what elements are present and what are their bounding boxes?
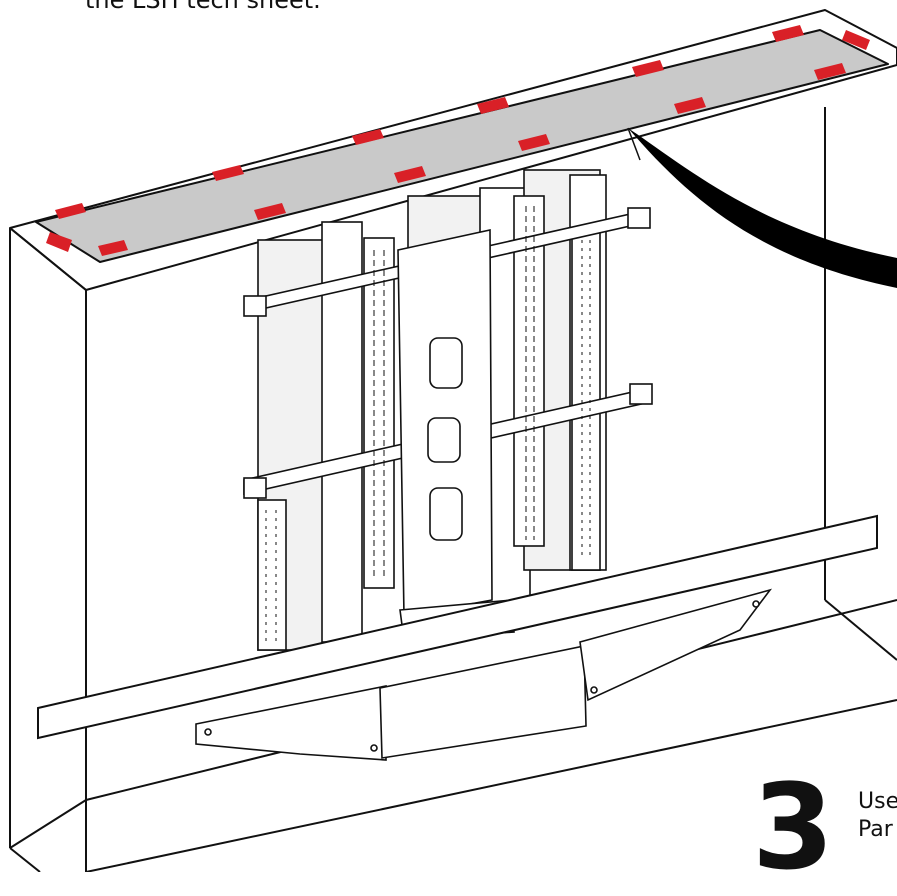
step-instruction-line-2: Par	[858, 817, 893, 842]
step-instruction-line-1: Use	[858, 789, 897, 814]
power-cable	[628, 128, 897, 288]
tv-lift-mechanism	[243, 169, 653, 651]
tv-mount-bracket	[195, 588, 773, 761]
top-panel	[35, 29, 889, 263]
step-instruction: Use Par	[858, 788, 897, 844]
step-number: 3	[752, 758, 835, 896]
rail-slots	[265, 206, 591, 645]
instruction-text: the LSH tech sheet.	[85, 0, 321, 14]
cabinet-diagram	[9, 9, 897, 872]
mounting-tape	[46, 25, 870, 256]
shelf-board	[37, 514, 878, 740]
